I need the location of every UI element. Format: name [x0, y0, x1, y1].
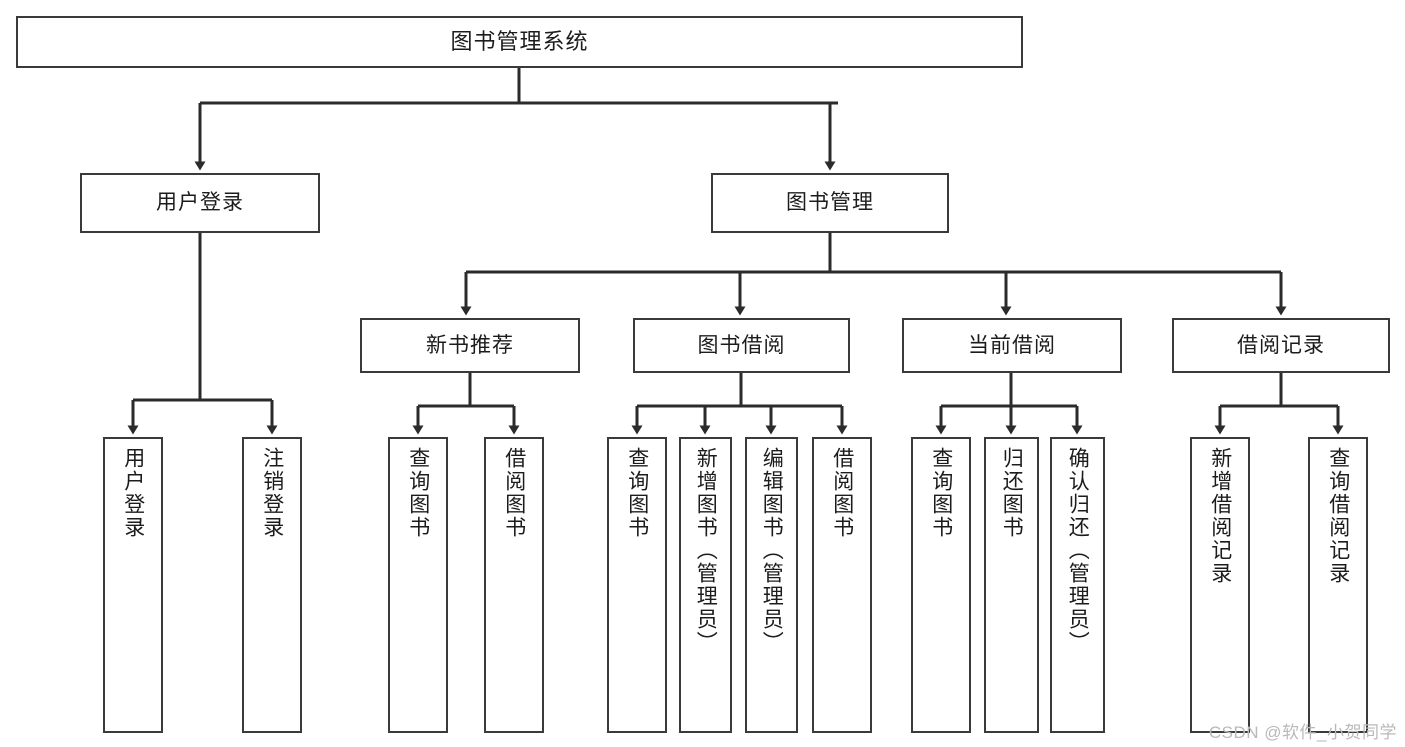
leaf-query-record[interactable]: 查询借阅记录	[1308, 437, 1368, 733]
node-user-login-label: 用户登录	[156, 191, 244, 215]
node-new-book-recommend[interactable]: 新书推荐	[360, 318, 580, 373]
node-borrow-record-label: 借阅记录	[1237, 333, 1325, 357]
leaf-add-book[interactable]: 新增图书（管理员）	[679, 437, 732, 733]
leaf-confirm-return[interactable]: 确认归还（管理员）	[1050, 437, 1105, 733]
node-current-borrow[interactable]: 当前借阅	[902, 318, 1122, 373]
leaf-query-book-3[interactable]: 查询图书	[911, 437, 971, 733]
leaf-query-book-1-label: 查询图书	[406, 447, 430, 539]
leaf-user-logout-label: 注销登录	[260, 447, 284, 539]
node-new-book-recommend-label: 新书推荐	[426, 333, 514, 357]
leaf-borrow-book-2-label: 借阅图书	[830, 447, 854, 539]
leaf-user-login-label: 用户登录	[121, 447, 145, 539]
leaf-query-book-1[interactable]: 查询图书	[388, 437, 448, 733]
leaf-user-logout[interactable]: 注销登录	[242, 437, 302, 733]
leaf-edit-book-label: 编辑图书（管理员）	[760, 447, 784, 654]
leaf-return-book-label: 归还图书	[1000, 447, 1024, 539]
leaf-query-book-2[interactable]: 查询图书	[607, 437, 667, 733]
leaf-borrow-book-1[interactable]: 借阅图书	[484, 437, 544, 733]
leaf-confirm-return-label: 确认归还（管理员）	[1066, 447, 1090, 654]
leaf-query-book-3-label: 查询图书	[929, 447, 953, 539]
node-root[interactable]: 图书管理系统	[16, 16, 1023, 68]
node-root-label: 图书管理系统	[450, 28, 589, 54]
leaf-query-record-label: 查询借阅记录	[1326, 447, 1350, 585]
node-user-login[interactable]: 用户登录	[80, 173, 320, 233]
leaf-query-book-2-label: 查询图书	[625, 447, 649, 539]
leaf-add-record-label: 新增借阅记录	[1208, 447, 1232, 585]
leaf-add-record[interactable]: 新增借阅记录	[1190, 437, 1250, 733]
node-current-borrow-label: 当前借阅	[968, 333, 1056, 357]
leaf-return-book[interactable]: 归还图书	[984, 437, 1039, 733]
node-book-manage-label: 图书管理	[786, 191, 874, 215]
leaf-add-book-label: 新增图书（管理员）	[694, 447, 718, 654]
node-book-borrow[interactable]: 图书借阅	[633, 318, 850, 373]
leaf-edit-book[interactable]: 编辑图书（管理员）	[745, 437, 798, 733]
csdn-watermark: CSDN @软件_小贺同学	[1208, 723, 1397, 742]
node-book-manage[interactable]: 图书管理	[711, 173, 949, 233]
node-book-borrow-label: 图书借阅	[697, 333, 786, 357]
leaf-borrow-book-1-label: 借阅图书	[502, 447, 526, 539]
leaf-borrow-book-2[interactable]: 借阅图书	[812, 437, 872, 733]
node-borrow-record[interactable]: 借阅记录	[1172, 318, 1390, 373]
leaf-user-login[interactable]: 用户登录	[103, 437, 163, 733]
